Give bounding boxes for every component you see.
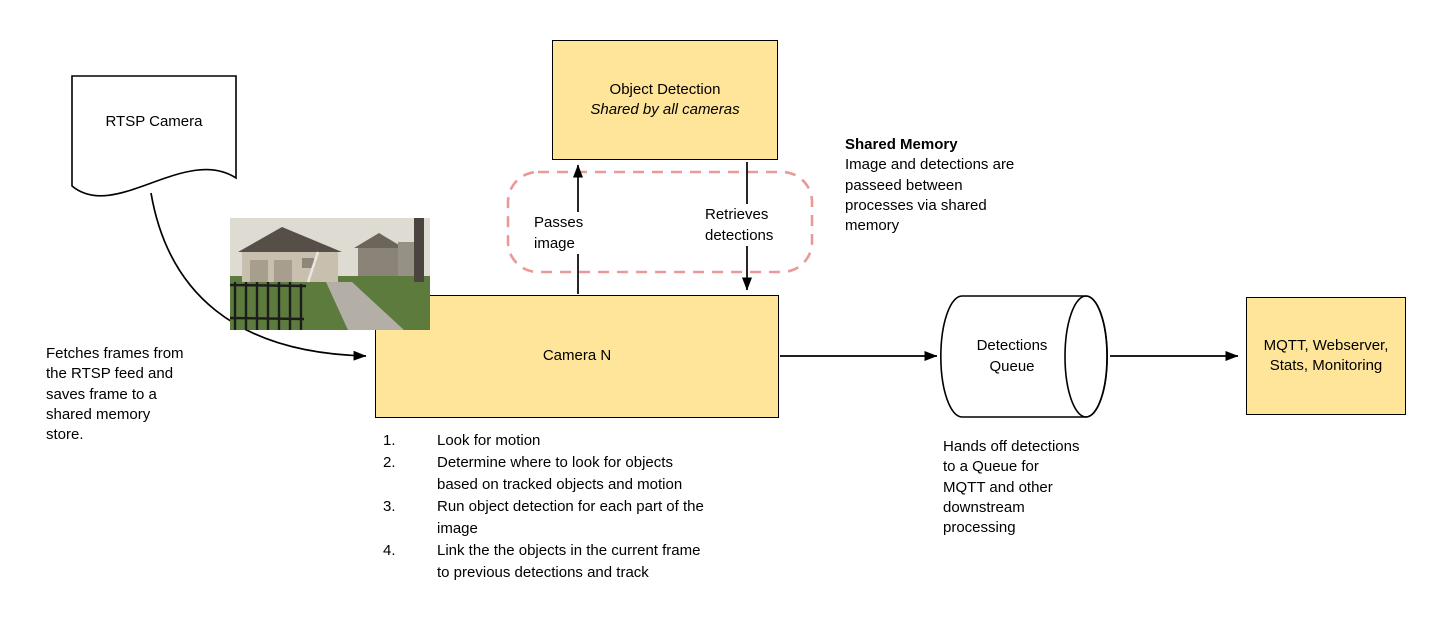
queue-handoff-note: Hands off detections to a Queue for MQTT… bbox=[943, 438, 1080, 536]
fetch-frames-note: Fetches frames from the RTSP feed and sa… bbox=[46, 345, 184, 443]
outputs-node: MQTT, Webserver, Stats, Monitoring bbox=[1246, 297, 1406, 415]
step-number: 2. bbox=[383, 454, 396, 471]
snapshot-window bbox=[302, 258, 314, 268]
snapshot-leaning-pole bbox=[306, 251, 320, 283]
snapshot-far-house bbox=[358, 246, 400, 276]
snapshot-porch-column bbox=[414, 218, 424, 282]
snapshot-garage-door bbox=[250, 260, 268, 282]
step-number: 1. bbox=[383, 432, 396, 449]
snapshot-far-roof bbox=[354, 233, 404, 248]
shared-memory-dashed-region bbox=[506, 170, 814, 274]
camera-step-2: 2. Determine where to look for objects b… bbox=[383, 452, 803, 496]
camera-step-3: 3. Run object detection for each part of… bbox=[383, 496, 803, 540]
arrow-rtsp-to-camera bbox=[150, 192, 367, 361]
step-number: 3. bbox=[383, 498, 396, 515]
outputs-label: MQTT, Webserver, Stats, Monitoring bbox=[1263, 336, 1389, 374]
snapshot-garage-door-2 bbox=[274, 260, 292, 282]
object-detection-title: Object Detection bbox=[609, 80, 721, 98]
camera-step-1: 1. Look for motion bbox=[383, 430, 803, 452]
detections-queue-label: Detections Queue bbox=[976, 337, 1048, 375]
step-number: 4. bbox=[383, 542, 396, 559]
rtsp-camera-document-shape bbox=[71, 75, 237, 197]
passes-image-label: Passes image bbox=[532, 212, 586, 254]
step-text: Link the the objects in the current fram… bbox=[437, 542, 701, 581]
retrieves-detections-label: Retrieves detections bbox=[703, 204, 776, 246]
camera-step-4: 4. Link the the objects in the current f… bbox=[383, 540, 803, 584]
step-text: Look for motion bbox=[437, 432, 541, 449]
camera-snapshot bbox=[229, 218, 430, 330]
shared-memory-body: Image and detections are passeed between… bbox=[845, 156, 1015, 234]
rtsp-camera-label: RTSP Camera bbox=[105, 112, 203, 130]
snapshot-walkway bbox=[326, 282, 404, 330]
object-detection-subtitle: Shared by all cameras bbox=[590, 101, 740, 118]
step-text: Run object detection for each part of th… bbox=[437, 498, 704, 537]
snapshot-roof bbox=[238, 227, 342, 252]
shared-memory-title: Shared Memory bbox=[845, 136, 958, 153]
camera-steps-list: 1. Look for motion 2. Determine where to… bbox=[383, 430, 803, 584]
detections-queue-end-cap bbox=[1064, 295, 1108, 418]
object-detection-node: Object Detection Shared by all cameras bbox=[552, 40, 778, 160]
shared-memory-note: Shared Memory Image and detections are p… bbox=[845, 135, 1060, 236]
detections-queue-node: Detections Queue bbox=[952, 296, 1072, 417]
rtsp-camera-node: RTSP Camera bbox=[72, 76, 236, 168]
camera-n-node: Camera N bbox=[375, 295, 779, 418]
camera-snapshot-scene bbox=[229, 218, 430, 330]
step-text: Determine where to look for objects base… bbox=[437, 454, 683, 493]
camera-n-label: Camera N bbox=[542, 347, 612, 365]
snapshot-fence bbox=[229, 282, 307, 330]
